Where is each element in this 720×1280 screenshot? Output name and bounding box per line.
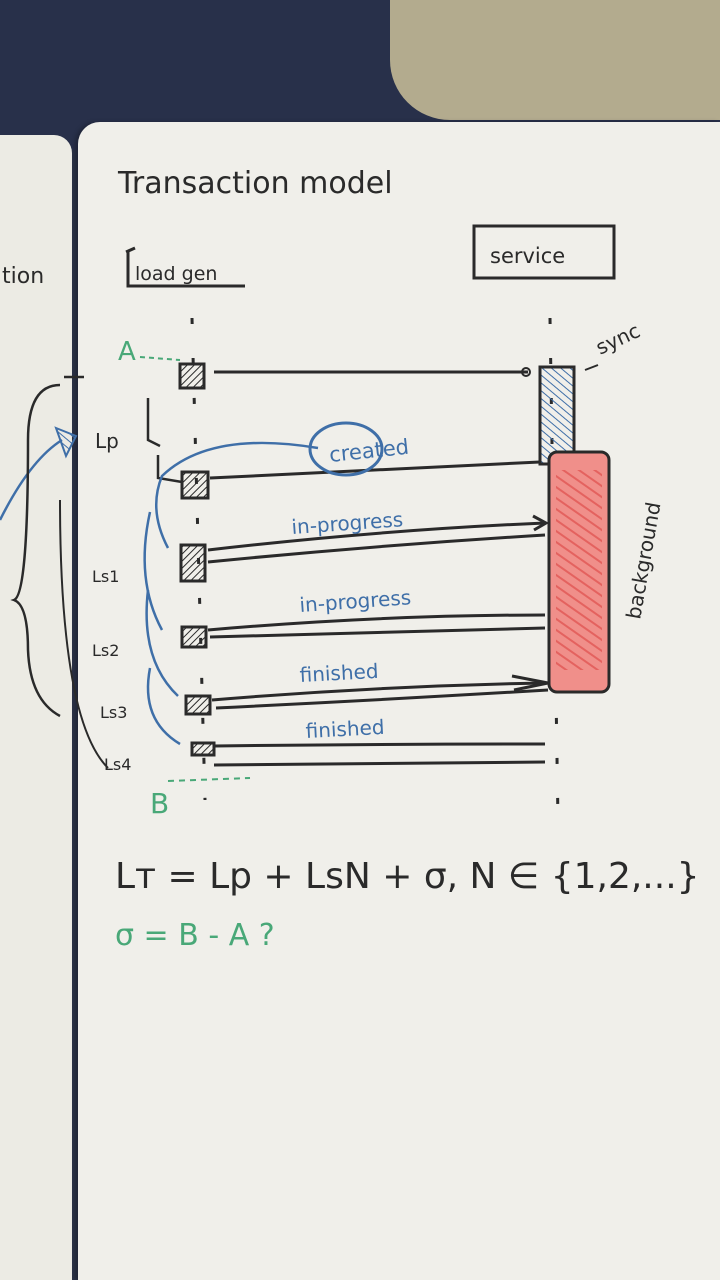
latency-ls4: Ls4 bbox=[104, 755, 131, 774]
background-fabric-light bbox=[390, 0, 720, 120]
outer-blue-arrowhead bbox=[54, 426, 78, 459]
message-initial-request-end bbox=[521, 367, 531, 377]
sync-note-tick bbox=[584, 364, 599, 371]
sync-activation bbox=[538, 365, 576, 466]
client-activation-request bbox=[178, 362, 206, 390]
message-poll-3 bbox=[211, 681, 546, 702]
label-finished-2: finished bbox=[305, 715, 385, 743]
latency-ls3: Ls3 bbox=[100, 703, 127, 722]
created-highlight-circle bbox=[308, 421, 384, 477]
sigma-formula: σ = B - A ? bbox=[115, 918, 275, 953]
message-poll-1-arrowhead bbox=[532, 514, 550, 532]
message-in-progress-2 bbox=[209, 626, 546, 639]
latency-ls1: Ls1 bbox=[92, 567, 119, 586]
poll-curve-1 bbox=[155, 441, 319, 549]
label-finished-1: finished bbox=[299, 659, 379, 687]
background-activation-hatch bbox=[556, 470, 602, 670]
outer-blue-arrow bbox=[0, 438, 63, 521]
client-activation-poll-1 bbox=[179, 543, 207, 583]
marker-a-dashline bbox=[139, 356, 181, 361]
participant-service: service bbox=[472, 224, 616, 280]
client-activation-created bbox=[180, 470, 210, 500]
marker-b: B bbox=[150, 787, 169, 820]
label-in-progress-1: in-progress bbox=[291, 507, 404, 539]
participant-load-gen: load gen bbox=[125, 246, 245, 288]
marker-a: A bbox=[118, 337, 136, 367]
background-note: background bbox=[621, 500, 665, 621]
participant-load-gen-label: load gen bbox=[135, 263, 217, 285]
total-latency-brace bbox=[10, 383, 61, 718]
message-poll-4 bbox=[213, 742, 546, 748]
poll-curve-3 bbox=[145, 589, 179, 697]
poll-curve-4 bbox=[146, 667, 181, 746]
latency-lp: Lp bbox=[95, 429, 119, 453]
sync-note: sync bbox=[592, 318, 644, 359]
latency-ls2: Ls2 bbox=[92, 641, 119, 660]
message-finished-1 bbox=[215, 688, 549, 710]
message-poll-1 bbox=[207, 521, 546, 552]
poll-curve-2 bbox=[143, 511, 164, 631]
marker-b-dashline bbox=[167, 777, 251, 782]
lp-bracket bbox=[146, 398, 161, 448]
client-activation-poll-4 bbox=[190, 741, 216, 757]
label-created: created bbox=[328, 435, 410, 467]
message-poll-3-arrowhead bbox=[511, 674, 549, 692]
message-in-progress-1 bbox=[207, 533, 546, 564]
message-finished-2 bbox=[213, 760, 546, 767]
client-activation-poll-3 bbox=[184, 694, 212, 716]
label-in-progress-2: in-progress bbox=[299, 585, 412, 617]
left-page-fragment: tion bbox=[2, 264, 44, 289]
diagram-title: Transaction model bbox=[117, 166, 393, 201]
client-activation-poll-2 bbox=[180, 625, 208, 649]
left-guide-line bbox=[59, 499, 109, 769]
latency-formula: Lт = Lp + LsN + σ, N ∈ {1,2,...} bbox=[115, 856, 700, 897]
message-created-link bbox=[156, 455, 183, 484]
left-paper-sheet bbox=[0, 135, 72, 1280]
message-created-response bbox=[209, 460, 541, 480]
participant-service-label: service bbox=[490, 244, 565, 268]
message-poll-2 bbox=[207, 613, 546, 632]
